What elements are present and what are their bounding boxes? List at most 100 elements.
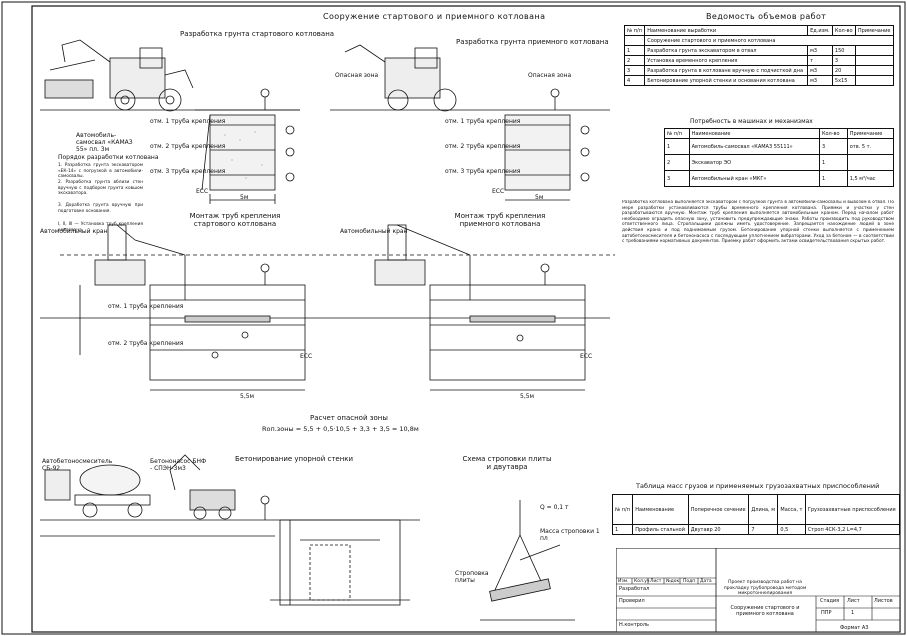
concrete-drawing: [40, 454, 420, 606]
tb-role-checker: Проверил: [619, 598, 645, 604]
section-excavation-receive-title: Разработка грунта приемного котлована: [456, 38, 609, 46]
sling-label: Масса строповки 1 пл: [540, 528, 600, 542]
col-header: Кол-во: [818, 128, 848, 139]
volume-table: № п/п Наименование выработки Ед.изм. Кол…: [623, 25, 895, 86]
col-header: Примечание: [846, 128, 895, 139]
tb-sheet-label: Лист: [847, 598, 860, 604]
ecc-label-1: ЕСС: [196, 188, 209, 195]
cell: Бетонирование упорной стенки и основания…: [644, 75, 809, 86]
cell: [846, 154, 895, 171]
cell: Строп 4СК-3,2 L=4,7: [804, 524, 901, 535]
tb-role-norm: Н.контроль: [619, 622, 649, 628]
procedure-line-4: I, II, III — Установка труб крепления ко…: [58, 222, 143, 233]
cell: 5х15: [831, 75, 856, 86]
crane-label-1: Автомобильный кран: [40, 228, 108, 235]
procedure-line-1: 1. Разработка грунта экскаватором «ЕК-14…: [58, 163, 143, 180]
cell: 1: [818, 154, 848, 171]
cell: Профиль стальной: [632, 524, 689, 535]
table-header-row: № п/п Наименование Поперечное сечение Дл…: [611, 494, 901, 525]
cell: отв. 5 т.: [846, 138, 895, 155]
cell: 1: [818, 170, 848, 187]
section-mounting-receive-title: Монтаж труб крепления приемного котлован…: [454, 212, 546, 228]
cell: 3: [664, 170, 690, 187]
pit-fill-dots: [224, 131, 263, 179]
dim-start-width: 5м: [240, 194, 249, 201]
truck-caption: Автомобиль-самосвал «КАМАЗ 55» пл. 3м: [76, 132, 133, 153]
tb-h-1: Изм.: [618, 579, 629, 584]
calc-formula: Rоп.зоны = 5,5 + 0,5·10,5 + 3,3 + 3,5 = …: [262, 425, 419, 433]
col-header: Наименование: [688, 128, 820, 139]
sling-load: Q = 0,1 т: [540, 504, 569, 511]
cell: 1: [611, 524, 634, 535]
table-row: 3 Автомобильный кран «МКГ» 1 1,5 м³/час: [664, 170, 895, 187]
ecc-mount-2: ЕСС: [580, 353, 593, 360]
cell: Экскаватор ЭО: [688, 154, 820, 171]
pit-section-receive: [504, 88, 590, 201]
mark-3-label-receive: отм. 3 труба крепления: [445, 168, 521, 175]
volume-table-title: Ведомость объемов работ: [706, 12, 827, 21]
mark-1-label-receive: отм. 1 труба крепления: [445, 118, 521, 125]
tb-h-6: Дата: [700, 579, 712, 584]
drawing-title: Сооружение стартового и приемного котлов…: [323, 12, 546, 21]
calc-title: Расчет опасной зоны: [310, 414, 388, 422]
cell: Двутавр 20: [687, 524, 750, 535]
section-mounting-start-title: Монтаж труб крепления стартового котлова…: [189, 212, 281, 228]
danger-zone-label-1: Опасная зона: [335, 72, 379, 79]
cell: Разработка грунта экскаватором в отвал: [644, 45, 809, 56]
sling-text: Строповка плиты: [455, 570, 489, 584]
section-cell: Сооружение стартового и приемного котлов…: [644, 35, 894, 46]
col-header: Примечание: [854, 25, 895, 36]
tb-sheet-title: Сооружение стартового и приемного котлов…: [730, 605, 800, 617]
tb-h-2: Кол.уч: [634, 579, 650, 584]
table-section-row: Сооружение стартового и приемного котлов…: [623, 35, 894, 46]
cell: [854, 45, 895, 56]
section-concrete-title: Бетонирование упорной стенки: [235, 455, 354, 463]
cell: 1: [623, 45, 646, 56]
cell: 20: [831, 65, 856, 76]
cell: 150: [831, 45, 856, 56]
tb-stage: ППР: [821, 610, 832, 616]
ecc-label-2: ЕСС: [492, 188, 505, 195]
cargo-table: № п/п Наименование Поперечное сечение Дл…: [611, 494, 901, 535]
tb-stage-label: Стадия: [820, 598, 840, 604]
cell: Автомобильный кран «МКГ»: [688, 170, 820, 187]
tb-sheets-label: Листов: [874, 598, 893, 604]
mark-2-label-receive: отм. 2 труба крепления: [445, 143, 521, 150]
mark-2-mount: отм. 2 труба крепления: [108, 340, 184, 347]
mark-1-mount: отм. 1 труба крепления: [108, 303, 184, 310]
procedure-line-2: 2. Разработка грунта вблизи стен вручную…: [58, 180, 143, 197]
cell: м3: [807, 75, 833, 86]
table-row: 1 Разработка грунта экскаватором в отвал…: [623, 45, 895, 56]
col-header: Ед.изм.: [807, 25, 833, 36]
cell: 2: [664, 154, 690, 171]
table-header-row: № п/п Наименование выработки Ед.изм. Кол…: [623, 25, 895, 36]
tb-h-5: Подп.: [683, 579, 697, 584]
pump-caption: Бетононасос БНФ - СПЭН-3м3: [150, 458, 207, 472]
tb-h-3: Лист: [650, 579, 662, 584]
cell: [854, 55, 895, 66]
dim-mount-receive: 5,5м: [520, 393, 535, 400]
danger-zone-label-2: Опасная зона: [528, 72, 572, 79]
cargo-table-title: Таблица масс грузов и применяемых грузоз…: [636, 482, 880, 490]
tb-format: Формат А3: [840, 625, 869, 631]
ecc-mount-1: ЕСС: [300, 353, 313, 360]
table-row: 1 Автомобиль-самосвал «КАМАЗ 55111» 3 от…: [664, 138, 895, 155]
col-header: Наименование: [632, 494, 689, 525]
table-row: 4 Бетонирование упорной стенки и основан…: [623, 75, 895, 86]
sling-drawing: [480, 500, 575, 621]
machinery-table-title: Потребность в машинах и механизмах: [690, 118, 813, 125]
table-header-row: № п/п Наименование Кол-во Примечание: [664, 128, 895, 139]
cell: [854, 65, 895, 76]
mark-3-label: отм. 3 труба крепления: [150, 168, 226, 175]
cell: Автомобиль-самосвал «КАМАЗ 55111»: [688, 138, 820, 155]
col-header: № п/п: [623, 25, 646, 36]
dim-mount-start: 5,5м: [240, 393, 255, 400]
cell: 7: [748, 524, 779, 535]
mounting-receive-drawing: [330, 224, 615, 391]
cell: 0,5: [777, 524, 806, 535]
cell: 4: [623, 75, 646, 86]
mixer-caption: Автобетоносмеситель СБ-92: [42, 458, 113, 472]
table-row: 1 Профиль стальной Двутавр 20 7 0,5 Стро…: [611, 524, 901, 535]
tb-h-4: №док.: [666, 579, 681, 584]
